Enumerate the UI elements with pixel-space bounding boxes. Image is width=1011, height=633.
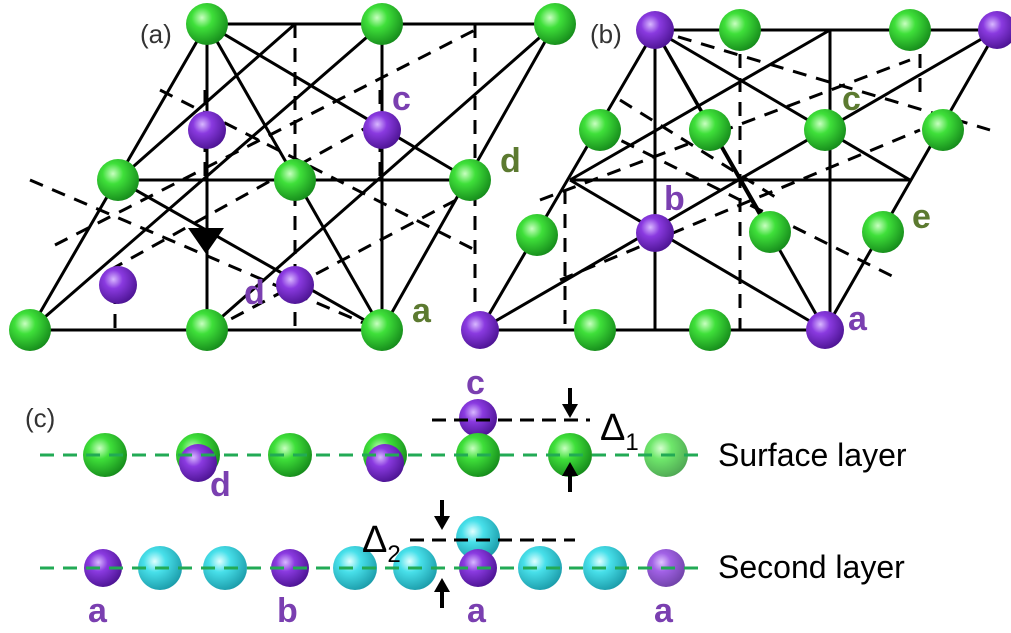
green-atom (534, 3, 576, 45)
cyan-atom (333, 546, 377, 590)
cyan-atom (518, 546, 562, 590)
site-label-d-green: d (500, 142, 521, 180)
site-label-a-second-1: a (88, 592, 108, 630)
delta2-label: Δ2 (362, 519, 401, 568)
panel-b: (b) c b e a (461, 9, 1011, 351)
purple-atom (459, 399, 497, 437)
site-label-a-purple: a (848, 300, 868, 338)
cyan-atom (456, 516, 500, 560)
second-layer: Δ2 a b a a Second layer (40, 500, 905, 630)
green-atom (449, 159, 491, 201)
green-atom (862, 211, 904, 253)
green-atom (574, 309, 616, 351)
panel-a-atoms (9, 3, 576, 351)
green-atom (9, 309, 51, 351)
surface-layer-label: Surface layer (718, 437, 907, 473)
purple-atom (84, 549, 122, 587)
green-atom (516, 214, 558, 256)
green-atom (97, 159, 139, 201)
green-atom (361, 3, 403, 45)
site-label-c-side: c (466, 364, 485, 402)
green-atom (186, 309, 228, 351)
purple-atom (806, 311, 844, 349)
purple-atom (461, 311, 499, 349)
site-label-d-purple: d (244, 274, 265, 312)
green-atom (889, 9, 931, 51)
site-label-c: c (392, 80, 411, 118)
second-layer-label: Second layer (718, 549, 905, 585)
green-atom (719, 9, 761, 51)
purple-atom (363, 111, 401, 149)
site-label-a-green: a (412, 292, 432, 330)
purple-atom (636, 11, 674, 49)
panel-c-label: (c) (25, 403, 55, 433)
site-label-a-second-3: a (654, 592, 674, 630)
purple-atom (271, 549, 309, 587)
green-atom (922, 109, 964, 151)
site-label-d-side: d (210, 466, 231, 504)
panel-a: (a) c d d a (9, 3, 576, 351)
panel-b-solid-lines (477, 28, 1000, 332)
site-label-a-second-2: a (467, 592, 487, 630)
delta2-arrows (434, 500, 450, 608)
purple-atom (366, 444, 404, 482)
green-atom (804, 109, 846, 151)
green-atom (689, 109, 731, 151)
green-atom (268, 433, 312, 477)
panel-b-label: (b) (590, 19, 622, 49)
green-atom (749, 211, 791, 253)
green-atom (361, 309, 403, 351)
green-atom (579, 109, 621, 151)
site-label-c-b: c (842, 80, 861, 118)
purple-atom (636, 214, 674, 252)
delta1-arrows (562, 388, 578, 492)
panel-a-label: (a) (140, 19, 172, 49)
site-label-e: e (912, 198, 931, 236)
purple-atom (188, 111, 226, 149)
panel-c: (c) Δ1 c d Surface layer (25, 364, 907, 630)
purple-atom (99, 266, 137, 304)
green-atom (274, 159, 316, 201)
green-atom (186, 3, 228, 45)
delta1-label: Δ1 (600, 407, 639, 456)
surface-layer: Δ1 c d Surface layer (40, 364, 907, 504)
purple-atom (276, 266, 314, 304)
purple-atom (978, 11, 1011, 49)
panel-b-atoms (461, 9, 1011, 351)
site-label-b-second: b (277, 592, 298, 630)
green-atom (689, 309, 731, 351)
green-atom (83, 433, 127, 477)
threefold-axis-marker (188, 228, 224, 254)
site-label-b: b (664, 180, 685, 218)
